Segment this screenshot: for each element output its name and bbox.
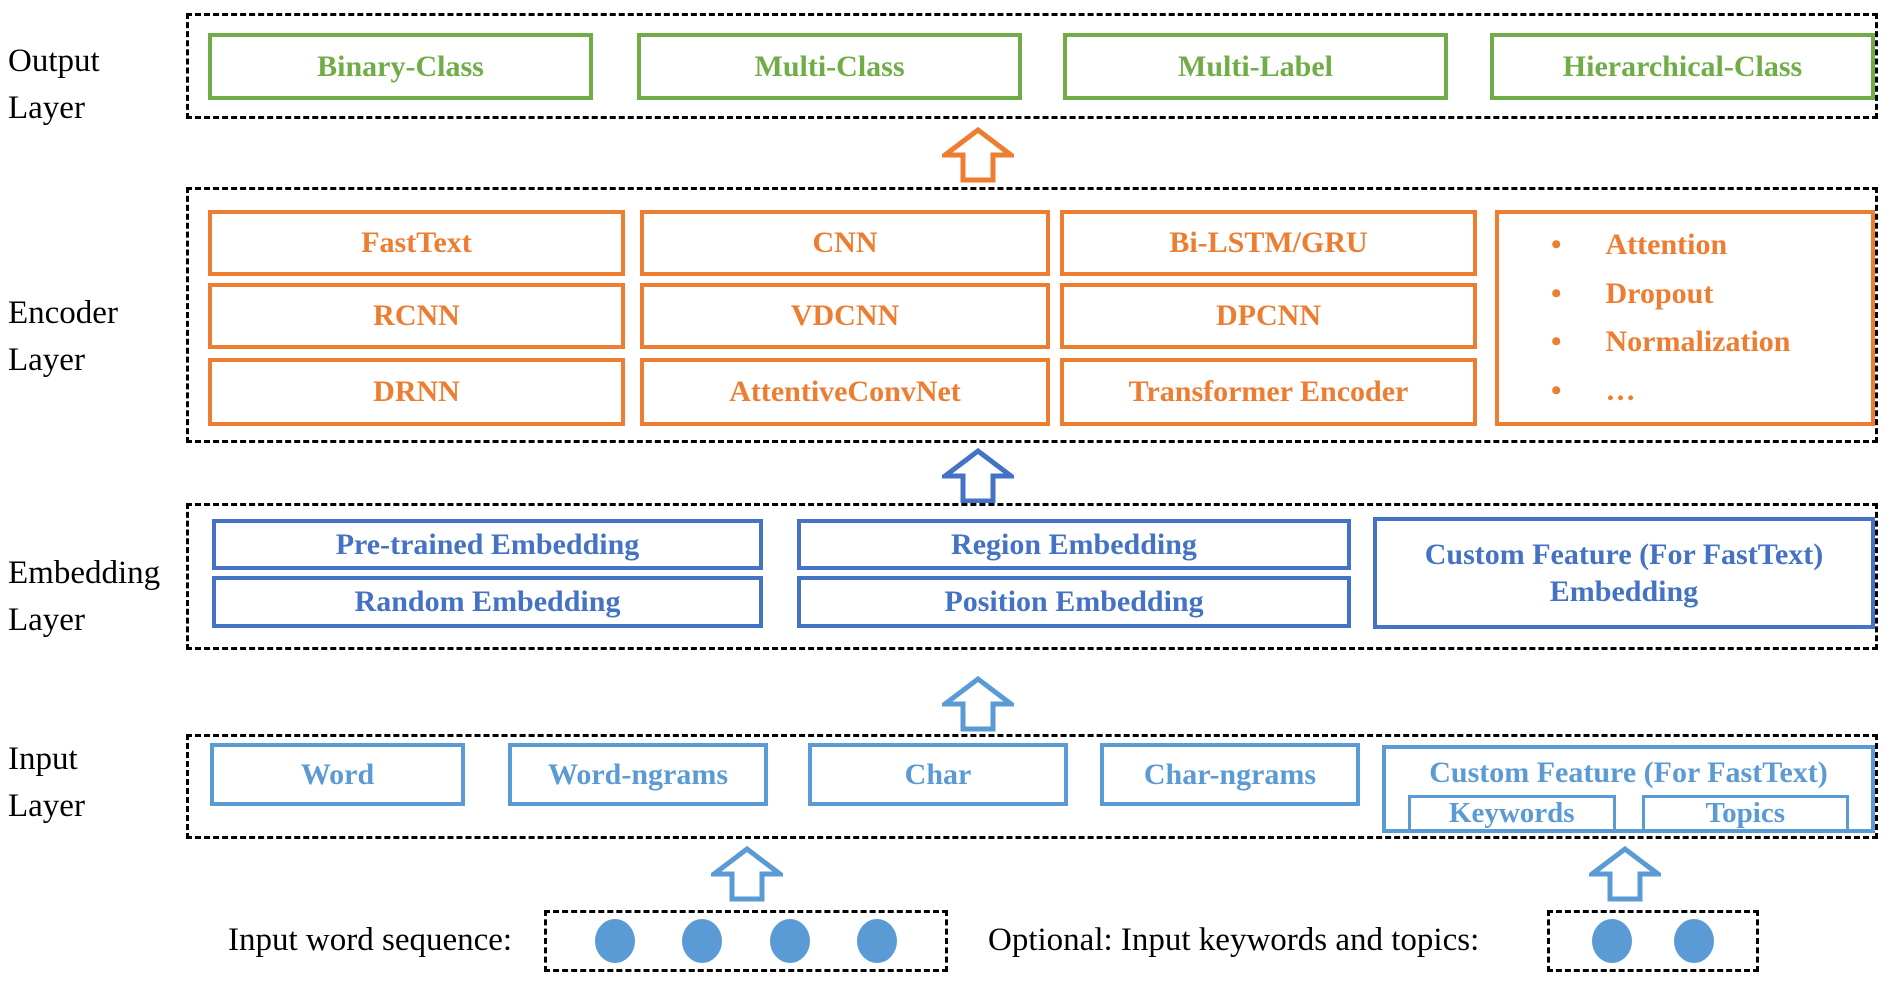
encoder-box-bilstm-gru: Bi-LSTM/GRU bbox=[1060, 210, 1477, 276]
encoder-box-transformer-encoder-label: Transformer Encoder bbox=[1128, 375, 1409, 408]
input-sub-box-keywords: Keywords bbox=[1408, 795, 1616, 832]
embedding-box-custom-feature-line1: Custom Feature (For FastText) bbox=[1424, 537, 1824, 571]
encoder-box-cnn-label: CNN bbox=[812, 226, 878, 259]
output-layer-label: Output Layer bbox=[8, 38, 100, 132]
keyword-token-dot bbox=[1592, 919, 1632, 963]
encoder-box-attentiveconvnet: AttentiveConvNet bbox=[640, 358, 1050, 426]
up-arrow-icon bbox=[942, 675, 1014, 732]
output-box-multi-label-label: Multi-Label bbox=[1178, 49, 1333, 83]
encoder-box-cnn: CNN bbox=[640, 210, 1050, 276]
encoder-extra-attention-label: Attention bbox=[1605, 228, 1728, 262]
encoder-layer-label: Encoder Layer bbox=[8, 290, 118, 384]
encoder-box-bilstm-gru-label: Bi-LSTM/GRU bbox=[1169, 226, 1368, 259]
encoder-box-rcnn: RCNN bbox=[208, 283, 625, 349]
encoder-box-attentiveconvnet-label: AttentiveConvNet bbox=[729, 375, 961, 408]
embedding-box-random-label: Random Embedding bbox=[354, 585, 621, 618]
bullet-icon: • bbox=[1551, 228, 1562, 262]
input-box-char: Char bbox=[808, 743, 1068, 806]
input-word-sequence-caption: Input word sequence: bbox=[228, 922, 513, 958]
word-token-dot bbox=[769, 919, 810, 963]
topic-token-dot bbox=[1674, 919, 1714, 963]
embedding-box-custom-feature: Custom Feature (For FastText) Embedding bbox=[1373, 517, 1875, 629]
input-box-char-label: Char bbox=[904, 757, 972, 791]
bullet-icon: • bbox=[1551, 276, 1562, 310]
embedding-box-pretrained: Pre-trained Embedding bbox=[212, 519, 763, 570]
keywords-topics-dots-box bbox=[1547, 910, 1759, 972]
encoder-layer-label-line2: Layer bbox=[8, 342, 85, 378]
output-box-multi-class-label: Multi-Class bbox=[754, 49, 905, 83]
input-box-word-ngrams: Word-ngrams bbox=[508, 743, 768, 806]
input-sub-box-keywords-label: Keywords bbox=[1448, 797, 1575, 829]
output-box-binary-class: Binary-Class bbox=[208, 33, 593, 100]
embedding-layer-label-line1: Embedding bbox=[8, 555, 161, 591]
up-arrow-icon bbox=[1589, 845, 1661, 902]
embedding-box-position-label: Position Embedding bbox=[944, 585, 1204, 618]
encoder-box-dpcnn: DPCNN bbox=[1060, 283, 1477, 349]
output-box-binary-class-label: Binary-Class bbox=[317, 49, 484, 83]
encoder-box-rcnn-label: RCNN bbox=[373, 299, 460, 332]
output-box-multi-label: Multi-Label bbox=[1063, 33, 1448, 100]
encoder-box-vdcnn-label: VDCNN bbox=[790, 299, 900, 332]
up-arrow-icon bbox=[711, 845, 783, 902]
input-box-word-label: Word bbox=[300, 757, 375, 791]
embedding-layer-label: Embedding Layer bbox=[8, 550, 160, 644]
output-box-hierarchical-class: Hierarchical-Class bbox=[1490, 33, 1875, 100]
input-sub-box-topics-label: Topics bbox=[1705, 797, 1786, 829]
embedding-box-custom-feature-line2: Embedding bbox=[1549, 575, 1699, 608]
embedding-layer-label-line2: Layer bbox=[8, 602, 85, 638]
word-token-dot bbox=[857, 919, 898, 963]
encoder-layer-label-line1: Encoder bbox=[8, 295, 118, 331]
encoder-extras-box: •Attention •Dropout •Normalization •… bbox=[1495, 210, 1875, 426]
embedding-box-region: Region Embedding bbox=[797, 519, 1351, 570]
encoder-box-drnn-label: DRNN bbox=[373, 375, 460, 408]
up-arrow-icon bbox=[942, 447, 1014, 504]
output-box-hierarchical-class-label: Hierarchical-Class bbox=[1562, 49, 1803, 83]
encoder-extra-normalization: • Normalization bbox=[1551, 325, 1871, 359]
bullet-icon: • bbox=[1551, 373, 1562, 407]
embedding-box-random: Random Embedding bbox=[212, 576, 763, 628]
input-box-custom-feature: Custom Feature (For FastText) Keywords T… bbox=[1382, 745, 1875, 833]
encoder-extra-ellipsis-label: … bbox=[1605, 373, 1636, 407]
input-box-char-ngrams-label: Char-ngrams bbox=[1143, 757, 1317, 791]
input-box-custom-feature-title: Custom Feature (For FastText) bbox=[1429, 756, 1828, 789]
embedding-box-region-label: Region Embedding bbox=[951, 527, 1197, 561]
encoder-extra-normalization-label: Normalization bbox=[1605, 325, 1791, 359]
word-token-dot bbox=[682, 919, 723, 963]
input-layer-label-line1: Input bbox=[8, 741, 78, 777]
encoder-box-transformer-encoder: Transformer Encoder bbox=[1060, 358, 1477, 426]
input-sub-box-topics: Topics bbox=[1641, 795, 1849, 832]
output-layer-label-line1: Output bbox=[8, 43, 100, 79]
bullet-icon: • bbox=[1551, 325, 1562, 359]
input-layer-label-line2: Layer bbox=[8, 788, 85, 824]
encoder-extra-dropout-label: Dropout bbox=[1605, 276, 1714, 310]
output-layer-label-line2: Layer bbox=[8, 90, 85, 126]
encoder-extra-attention: • Attention bbox=[1551, 228, 1871, 262]
encoder-box-fasttext-label: FastText bbox=[361, 226, 472, 259]
encoder-box-drnn: DRNN bbox=[208, 358, 625, 426]
up-arrow-icon bbox=[942, 126, 1014, 183]
embedding-box-position: Position Embedding bbox=[797, 576, 1351, 628]
encoder-extra-ellipsis: •… bbox=[1551, 374, 1871, 408]
word-token-dot bbox=[594, 919, 635, 963]
encoder-extra-dropout: • Dropout bbox=[1551, 277, 1871, 311]
input-custom-sub-row: Keywords Topics bbox=[1408, 795, 1849, 832]
encoder-box-dpcnn-label: DPCNN bbox=[1216, 299, 1321, 332]
output-box-multi-class: Multi-Class bbox=[637, 33, 1022, 100]
input-box-word: Word bbox=[210, 743, 465, 806]
optional-keywords-topics-caption: Optional: Input keywords and topics: bbox=[988, 922, 1480, 958]
input-layer-label: Input Layer bbox=[8, 736, 85, 830]
word-sequence-dots-box bbox=[544, 910, 948, 972]
input-box-word-ngrams-label: Word-ngrams bbox=[548, 757, 728, 791]
encoder-box-vdcnn: VDCNN bbox=[640, 283, 1050, 349]
encoder-box-fasttext: FastText bbox=[208, 210, 625, 276]
input-box-char-ngrams: Char-ngrams bbox=[1100, 743, 1360, 806]
embedding-box-pretrained-label: Pre-trained Embedding bbox=[335, 527, 640, 561]
